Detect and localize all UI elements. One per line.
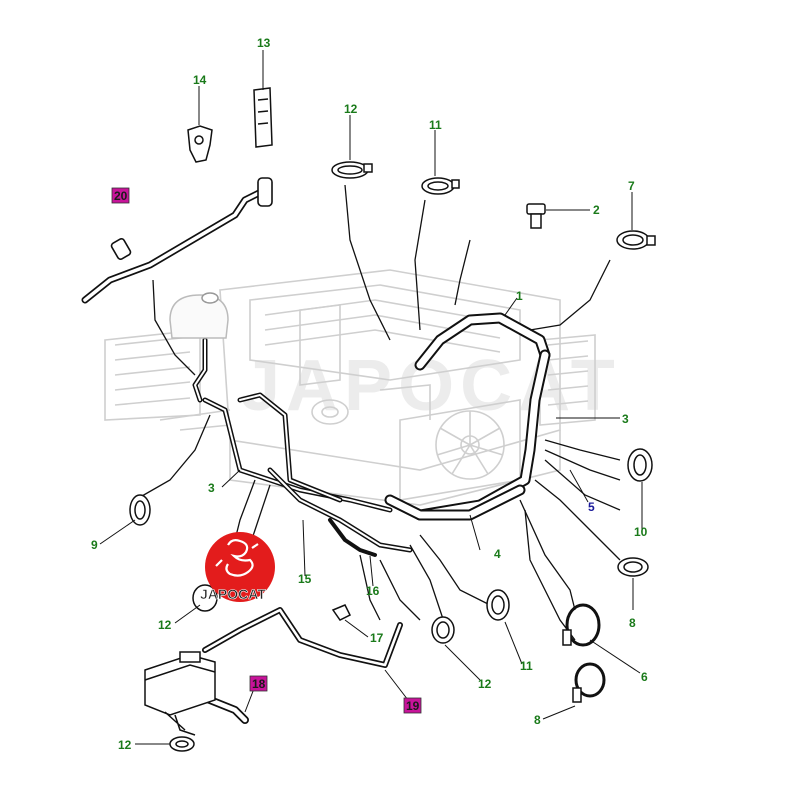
callout-4: 4 [494,547,501,561]
callout-16: 16 [366,584,380,598]
callout-20: 20 [114,189,128,203]
callout-13: 13 [257,36,271,50]
callout-2: 2 [593,203,600,217]
callout-20-box [111,187,130,204]
callout-8-top: 7 [628,179,635,193]
callout-8-bottom: 8 [629,616,636,630]
callout-labels: 13 14 12 11 2 7 1 3 3 5 4 9 10 8 15 16 1… [91,36,648,752]
clamp-8-bottom [617,557,649,577]
hoses [81,177,551,724]
clamp-10 [627,448,653,482]
callout-17: 17 [370,631,384,645]
callout-18: 18 [252,677,266,691]
clamp-12-top [331,161,373,179]
callout-11-top: 11 [429,118,442,132]
callout-15: 15 [298,572,312,586]
clamp-8-top [616,230,656,250]
logo-circle [205,532,275,602]
callout-12-left: 12 [158,618,172,632]
expansion-tank [169,294,229,339]
callout-11-bottom: 11 [520,659,533,673]
callout-9: 9 [91,538,98,552]
highlighted-callouts: 20 18 19 [111,187,422,714]
clamp-9 [129,494,151,526]
logo-text: JAPOCAT [200,586,266,602]
bolt-17 [331,604,352,621]
clamp-11-top [421,177,460,195]
callout-14: 14 [193,73,207,87]
callout-leaders [99,50,643,745]
bracket-13 [253,87,273,148]
japocat-logo: JAPOCAT [200,532,275,602]
clamp-11-bottom [486,589,510,621]
callout-18-box [249,675,268,692]
band-clip-7 [572,662,606,703]
callout-19-box [403,697,422,714]
reservoir-canister [144,651,216,736]
callout-3-left: 3 [208,481,215,495]
clamp-12-bottom [169,736,195,752]
callout-19: 19 [406,699,420,713]
bleed-screw-2 [526,203,546,229]
callout-5: 5 [588,500,595,514]
callout-10: 10 [634,525,648,539]
callout-1: 1 [516,289,523,303]
band-clip-6 [562,603,601,647]
callout-12-mid: 12 [478,677,492,691]
callout-6: 6 [641,670,648,684]
callout-7: 8 [534,713,541,727]
leader-lines [134,184,621,641]
clamp-12-mid [431,616,455,644]
parts [129,87,656,752]
cat-icon [215,539,259,577]
callout-12-top: 12 [344,102,358,116]
callout-3-right: 3 [622,412,629,426]
callout-12-bottom: 12 [118,738,132,752]
clamp-12-left [192,584,218,612]
